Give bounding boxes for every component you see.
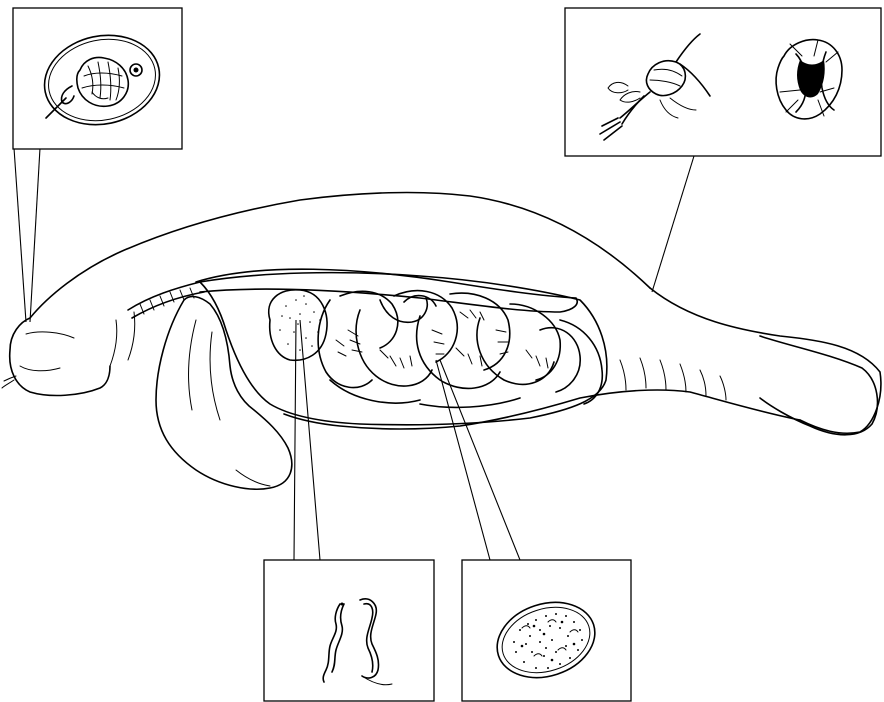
inset-bottom-right	[462, 560, 631, 701]
manatee-tail	[760, 336, 877, 435]
inset-top-left	[13, 8, 182, 149]
esophagus	[128, 282, 204, 318]
leader-lines	[14, 148, 694, 562]
inset-bottom-center	[264, 560, 434, 701]
manatee-snout	[10, 318, 110, 395]
manatee-body	[2, 193, 881, 490]
intestine-loops	[318, 291, 602, 408]
inset-top-right	[565, 8, 881, 156]
manatee-dorsal-contour	[30, 193, 650, 318]
manatee-ventral-contour	[284, 390, 800, 429]
